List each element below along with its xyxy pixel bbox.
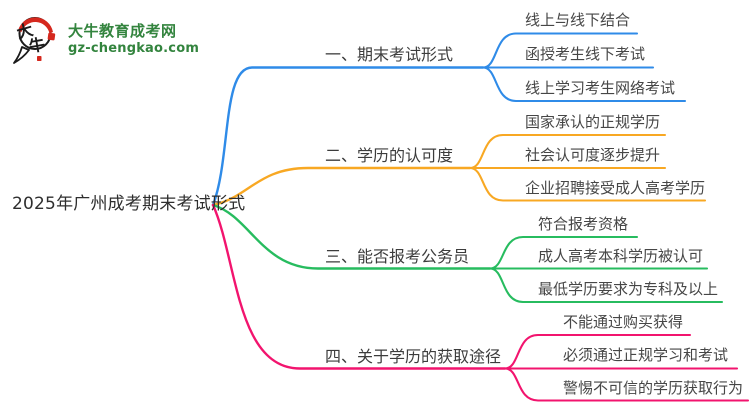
- leaf-label: 不能通过购买获得: [563, 313, 684, 331]
- leaf-label: 必须通过正规学习和考试: [563, 346, 729, 364]
- branch-2-label: 二、学历的认可度: [325, 146, 454, 165]
- dainiu-logo-icon: 大 牛: [13, 17, 56, 64]
- site-logo: 大 牛 大牛教育成考网 gz-chengkao.com: [6, 6, 236, 64]
- leaf-label: 最低学历要求为专科及以上: [538, 280, 719, 298]
- branch-4-lines: [211, 203, 750, 402]
- branch-4-label: 四、关于学历的获取途径: [325, 347, 502, 366]
- branch-3-label: 三、能否报考公务员: [325, 247, 470, 266]
- leaf-label: 函授考生线下考试: [525, 45, 646, 63]
- leaf-label: 符合报考资格: [538, 215, 629, 233]
- leaf-label: 线上与线下结合: [525, 11, 631, 29]
- branch-1-label: 一、期末考试形式: [325, 45, 454, 64]
- leaf-label: 成人高考本科学历被认可: [538, 247, 704, 265]
- leaf-label: 社会认可度逐步提升: [525, 146, 661, 164]
- leaf-label: 警惕不可信的学历获取行为: [563, 379, 744, 397]
- leaf-label: 企业招聘接受成人高考学历: [525, 179, 706, 197]
- site-name: 大牛教育成考网: [68, 22, 177, 40]
- branch-1-lines: [211, 32, 687, 207]
- root-node-label: 2025年广州成考期末考试形式: [12, 194, 246, 214]
- logo-char-1: 大: [15, 20, 36, 43]
- branch-3-lines: [211, 203, 724, 304]
- leaf-label: 国家承认的正规学历: [525, 113, 661, 131]
- branch-2-lines: [211, 133, 707, 207]
- site-url: gz-chengkao.com: [68, 41, 200, 56]
- logo-char-2: 牛: [27, 35, 46, 56]
- leaf-label: 线上学习考生网络考试: [525, 79, 676, 97]
